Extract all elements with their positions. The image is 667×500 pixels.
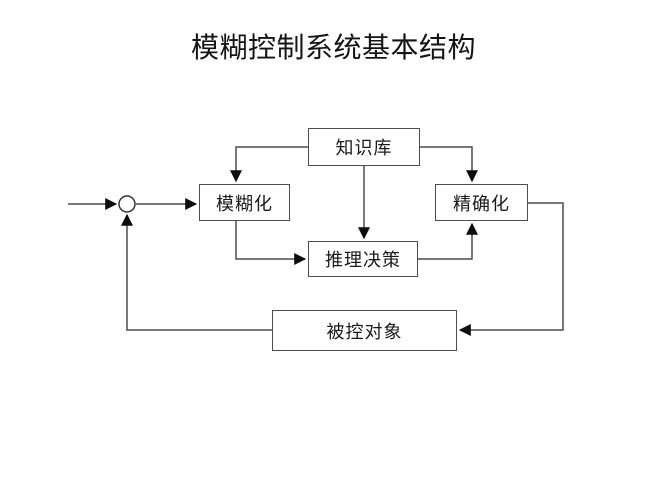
edge-plant-to-junction-feedback [121, 213, 272, 331]
edge-knowledge-to-fuzzification [230, 146, 308, 183]
edge-fuzzification-to-inference [235, 221, 307, 265]
edge-inference-to-defuzzification [418, 222, 478, 260]
edge-defuzzification-to-plant [458, 202, 564, 336]
summing-junction [118, 195, 136, 213]
node-defuzzification: 精确化 [435, 184, 528, 221]
node-knowledge-base: 知识库 [308, 128, 420, 166]
page-title: 模糊控制系统基本结构 [190, 33, 476, 64]
node-controlled-object: 被控对象 [272, 310, 457, 351]
node-inference-decision: 推理决策 [308, 241, 418, 277]
edge-knowledge-to-defuzzification [420, 146, 478, 183]
node-fuzzification: 模糊化 [199, 184, 290, 221]
